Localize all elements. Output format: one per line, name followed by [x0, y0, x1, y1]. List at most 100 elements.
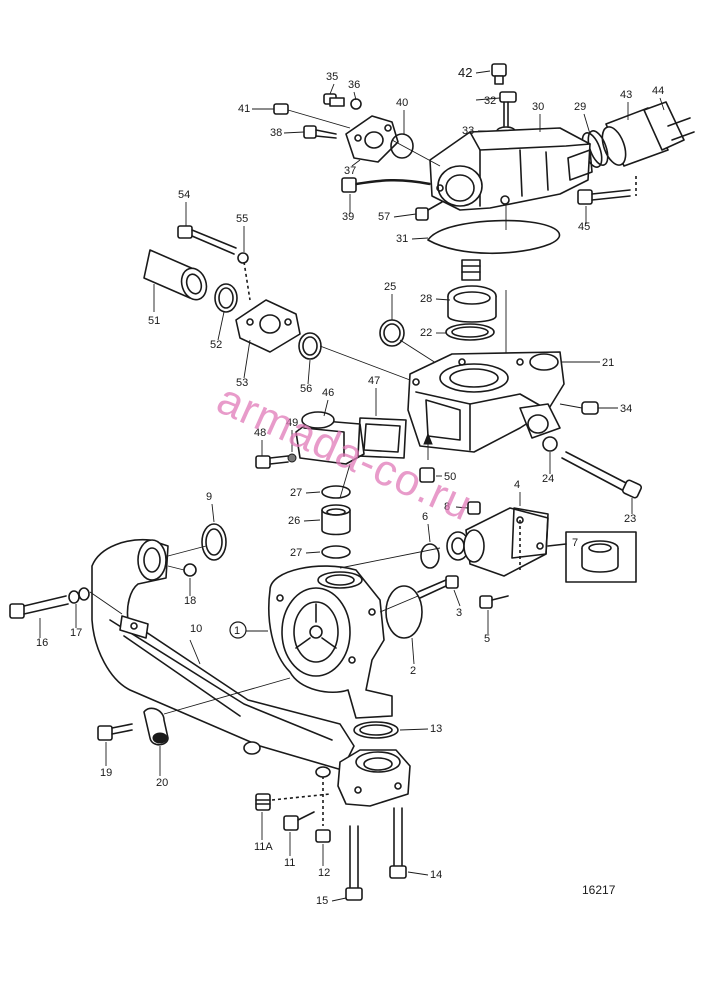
bolt-16: [9, 595, 69, 619]
callout-32: 32: [484, 95, 496, 107]
leader-line-38: [283, 131, 305, 134]
callout-25: 25: [384, 281, 396, 293]
bleed-screw-42: [491, 63, 507, 85]
screw-5: [479, 595, 509, 609]
callout-29: 29: [574, 101, 586, 113]
o-ring-52: [214, 283, 238, 313]
leader-line-13: [399, 728, 429, 731]
leader-line-53: [243, 339, 251, 379]
callout-8: 8: [444, 501, 450, 513]
callout-42: 42: [458, 65, 472, 80]
callout-9: 9: [206, 491, 212, 503]
outlet-elbow: [337, 749, 411, 807]
sleeve-26: [321, 504, 351, 536]
nut-34: [581, 401, 599, 415]
bolt-48: [255, 455, 289, 469]
leader-line-31: [411, 237, 429, 240]
leader-line-44: [659, 97, 665, 111]
callout-21: 21: [602, 357, 614, 369]
callout-38: 38: [270, 127, 282, 139]
callout-27: 27: [290, 487, 302, 499]
leader-line-57: [393, 213, 417, 218]
washer-24: [542, 436, 558, 452]
callout-28: 28: [420, 293, 432, 305]
leader-line-26: [303, 519, 321, 522]
drawing-reference-number: 16217: [582, 883, 616, 897]
callout-circle-1: [229, 621, 247, 639]
leader-line-52: [217, 311, 225, 341]
outlet-pipe-43: [601, 101, 695, 167]
thermostat-housing-21: [407, 351, 565, 453]
callout-54: 54: [178, 189, 190, 201]
screw-3: [417, 575, 459, 599]
callout-11: 11: [284, 857, 295, 869]
callout-3: 3: [456, 607, 462, 619]
pipe-51: [143, 249, 208, 301]
callout-56: 56: [300, 383, 312, 395]
screw-57: [415, 201, 443, 221]
gasket-31: [427, 219, 561, 255]
o-ring-27-lower: [321, 545, 351, 559]
callout-5: 5: [484, 633, 490, 645]
callout-35: 35: [326, 71, 338, 83]
callout-34: 34: [620, 403, 632, 415]
plug-11A: [255, 793, 271, 811]
callout-44: 44: [652, 85, 664, 97]
connecting-sleeve: [321, 485, 351, 559]
bypass-pipe-assembly: [143, 225, 411, 381]
inlet-pipe-4: [463, 507, 549, 577]
seal-ring-22: [445, 323, 495, 341]
callout-36: 36: [348, 79, 360, 91]
clamp-20: [143, 707, 169, 746]
callout-27: 27: [290, 547, 302, 559]
leader-line-8: [455, 506, 469, 509]
washer-49: [287, 453, 297, 463]
callout-48: 48: [254, 427, 266, 439]
callout-31: 31: [396, 233, 408, 245]
callout-37: 37: [344, 165, 356, 177]
callout-51: 51: [148, 315, 160, 327]
plug-11: [283, 811, 315, 831]
leader-line-32: [475, 97, 501, 101]
bolt-15: [345, 825, 363, 901]
callout-7: 7: [572, 537, 578, 549]
leader-line-27: [305, 491, 321, 494]
callout-20: 20: [156, 777, 168, 789]
leader-line-35: [329, 83, 335, 95]
o-ring-2: [385, 585, 423, 639]
leader-line-6: [427, 523, 431, 543]
bearing-7: [581, 540, 619, 573]
callout-53: 53: [236, 377, 248, 389]
screw-32: [499, 91, 517, 127]
washer-18: [183, 563, 197, 577]
callout-57: 57: [378, 211, 390, 223]
callout-14: 14: [430, 869, 442, 881]
flange-53: [235, 299, 301, 353]
leader-line-56: [307, 359, 311, 385]
leader-line-10: [189, 639, 201, 665]
callout-2: 2: [410, 665, 416, 677]
gasket-47: [357, 417, 407, 459]
bolt-23: [561, 451, 643, 499]
callout-33: 33: [462, 125, 474, 137]
water-pipe-10: [91, 538, 355, 771]
callout-22: 22: [420, 327, 432, 339]
leader-line-37: [351, 159, 361, 167]
leader-line-29: [583, 113, 591, 135]
pump-outlet-base: [255, 721, 411, 901]
leader-line-27: [305, 551, 321, 554]
leader-line-42: [475, 70, 491, 74]
gasket-40: [390, 133, 414, 159]
nut-50: [419, 467, 435, 483]
callout-43: 43: [620, 89, 632, 101]
o-ring-13: [353, 721, 399, 739]
bolt-38: [303, 125, 337, 139]
thermostat-28: [447, 259, 497, 323]
leader-line-15: [331, 897, 347, 902]
bolt-14: [389, 807, 407, 879]
callout-45: 45: [578, 221, 590, 233]
callout-39: 39: [342, 211, 354, 223]
callout-50: 50: [444, 471, 456, 483]
washer-17: [68, 590, 80, 604]
